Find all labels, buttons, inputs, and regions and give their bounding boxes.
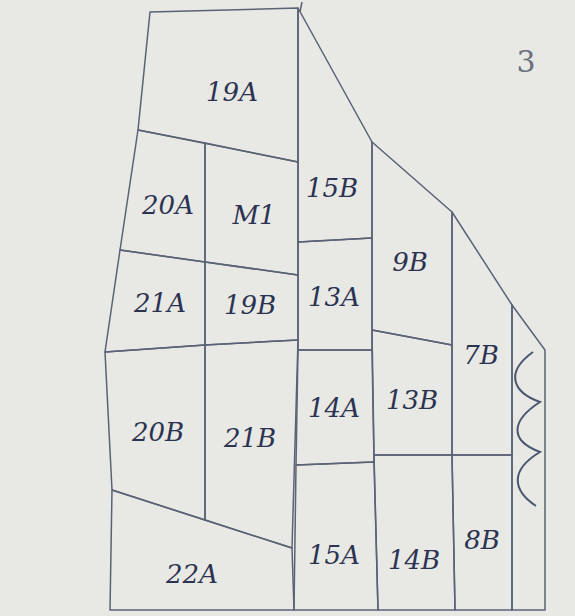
plot-region: 9B xyxy=(372,142,452,345)
region-border xyxy=(372,142,452,345)
plot-region: 21A xyxy=(105,250,205,352)
region-outline xyxy=(298,8,372,242)
plot-number: 9B xyxy=(392,249,428,275)
region-border xyxy=(452,455,512,610)
boundary-tick xyxy=(300,2,302,12)
region-border xyxy=(298,8,372,242)
plot-region: M1 xyxy=(205,143,298,275)
plot-region: 20B xyxy=(105,345,205,520)
region-border xyxy=(205,262,298,345)
plot-number: 20A xyxy=(142,192,194,218)
plot-region: 19A xyxy=(138,8,298,162)
plot-number: 14A xyxy=(308,395,360,421)
region-outline xyxy=(452,212,512,455)
squiggle-symbol xyxy=(515,352,540,506)
plot-number: 21B xyxy=(224,425,276,451)
region-border xyxy=(105,345,205,520)
plot-number: 19B xyxy=(224,292,276,318)
plot-number: 14B xyxy=(388,547,440,573)
plot-region: 13A xyxy=(298,238,372,350)
region-border xyxy=(120,130,205,262)
plot-number: 7B xyxy=(463,342,499,368)
region-outline xyxy=(374,455,455,610)
plot-region: 21B xyxy=(205,340,298,548)
plot-region: 19B xyxy=(205,262,298,345)
region-border xyxy=(372,330,452,455)
plot-region: 22A xyxy=(110,490,294,610)
plot-region: 14B xyxy=(374,455,455,610)
plot-number: 21A xyxy=(134,290,186,316)
plot-region: 13B xyxy=(372,330,452,455)
region-border xyxy=(296,350,374,465)
plot-number: 20B xyxy=(132,419,184,445)
plot-region: 8B xyxy=(452,455,512,610)
plot-region: 7B xyxy=(452,212,512,455)
sheet-number: 3 xyxy=(516,47,535,77)
region-outline xyxy=(294,462,378,610)
region-border xyxy=(138,8,298,162)
region-border xyxy=(452,212,512,455)
plot-number: 15A xyxy=(308,542,360,568)
plot-number: 13A xyxy=(308,284,360,310)
plot-number: 19A xyxy=(206,79,258,105)
plot-number: 15B xyxy=(306,175,358,201)
plot-number: 13B xyxy=(386,387,438,413)
region-border xyxy=(294,462,378,610)
plot-number: M1 xyxy=(232,202,275,228)
plot-region: 14A xyxy=(296,350,374,465)
plot-region: 15B xyxy=(298,8,372,242)
region-outline xyxy=(110,490,294,610)
plot-region: 15A xyxy=(294,462,378,610)
strip-region xyxy=(512,305,545,610)
region-border xyxy=(205,143,298,275)
plot-number: 8B xyxy=(464,527,500,553)
region-border xyxy=(105,250,205,352)
plot-region: 20A xyxy=(120,130,205,262)
region-border xyxy=(205,340,298,548)
region-border xyxy=(374,455,455,610)
plot-number: 22A xyxy=(166,561,218,587)
region-border xyxy=(110,490,294,610)
region-outline xyxy=(372,142,452,345)
region-border xyxy=(298,238,372,350)
